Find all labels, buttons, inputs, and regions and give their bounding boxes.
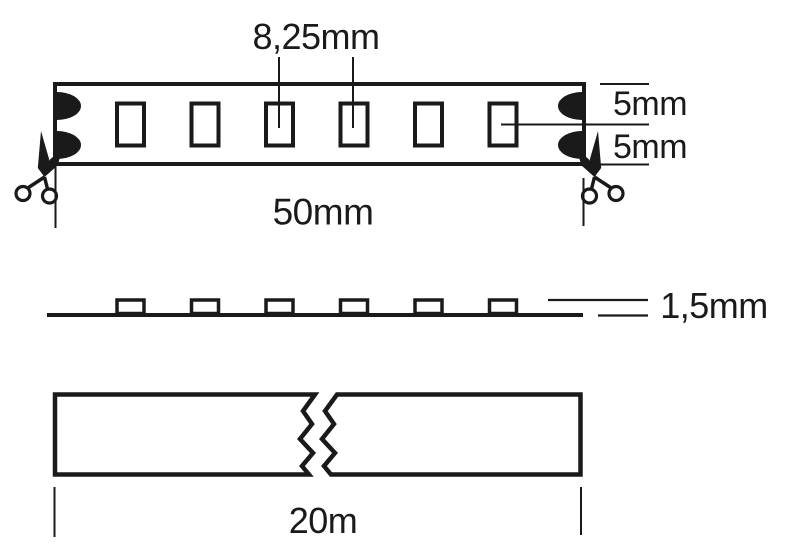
- led-chip-profile: [338, 298, 370, 316]
- solder-pad: [558, 131, 582, 159]
- reel-length-label: 20m: [288, 500, 358, 541]
- profile-height-dimension-lines: [548, 298, 648, 317]
- reel-left-section: [52, 392, 320, 477]
- strip-top-view: [53, 82, 586, 166]
- strip-reel-view: [52, 392, 583, 537]
- strip-width-upper-label: 5mm: [612, 85, 688, 123]
- cut-segment-length-label: 50mm: [272, 191, 374, 233]
- solder-pad: [558, 92, 582, 120]
- led-pitch-label: 8,25mm: [252, 16, 380, 57]
- led-chip-profile: [189, 298, 221, 316]
- led-chip: [413, 101, 444, 148]
- led-chip-profile: [264, 298, 295, 316]
- led-chip-profile: [413, 298, 444, 316]
- led-pitch-leader-lines: [278, 57, 354, 128]
- solder-pad: [57, 131, 81, 159]
- strip-side-view: [47, 298, 583, 317]
- led-chip: [189, 101, 221, 148]
- led-chip: [115, 101, 146, 148]
- solder-pad: [57, 92, 81, 120]
- profile-height-label: 1,5mm: [660, 285, 768, 326]
- reel-length-extension-lines: [53, 487, 582, 537]
- led-chip-profile: [115, 298, 146, 316]
- led-chip: [487, 101, 519, 148]
- led-chip-profile: [487, 298, 519, 316]
- reel-right-section: [319, 392, 583, 477]
- strip-width-lower-label: 5mm: [612, 128, 688, 166]
